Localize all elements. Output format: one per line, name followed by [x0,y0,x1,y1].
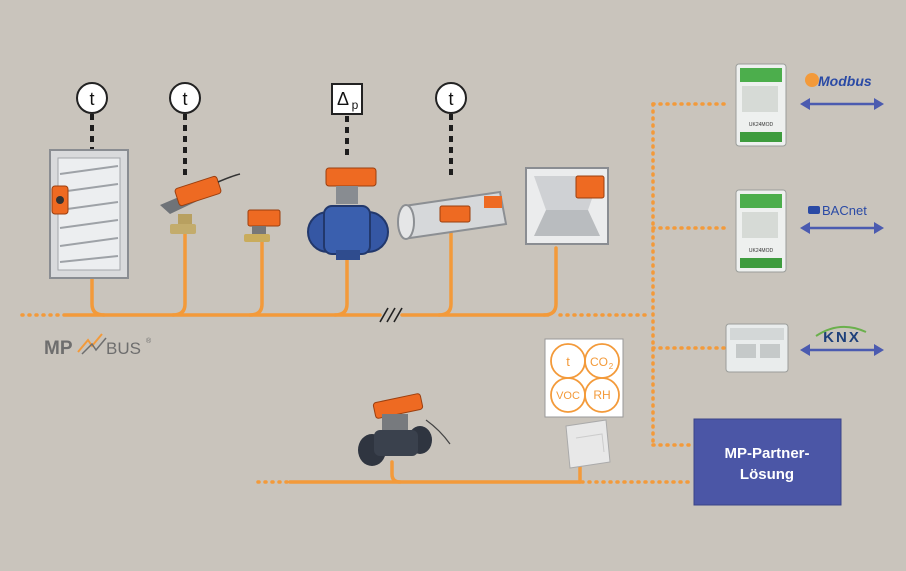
temperature-sensor-icon: t [435,82,467,114]
sensor-label-3-sub: p [352,98,359,112]
sensor-label-1: t [89,89,94,109]
pressure-sensor-icon: Δ p [331,83,363,115]
rotary-actuator-device [160,173,241,234]
gateway-module-icon: UK24MOD [735,189,787,273]
lower-valve-device [358,393,451,466]
room-sensor-housing [565,419,611,469]
small-valve-actuator-device [244,209,281,242]
bacnet-label: BACnet [822,203,867,218]
sensor-label-3: Δ [337,89,349,109]
flanged-valve-device [307,167,389,260]
double-arrow-icon [800,222,884,234]
partner-line-2: Lösung [740,466,794,483]
bacnet-logo: BACnet [808,203,867,218]
module-label-1: UK24MOD [749,122,774,128]
bus-lines [20,102,732,484]
room-sensor-co2-sub: 2 [609,362,614,371]
double-arrow-icon [800,344,884,356]
logo-mp: MP [44,338,73,359]
temperature-sensor-icon: t [169,82,201,114]
sensor-connectors [90,114,453,180]
knx-gateway-module-icon [725,323,789,373]
damper-device [49,149,129,279]
sensor-label-2: t [182,89,187,109]
room-sensor-icon: t CO 2 VOC RH [544,338,624,418]
mp-bus-logo: MP BUS ® [44,333,152,359]
double-arrow-icon [800,98,884,110]
modbus-label: Modbus [818,73,872,89]
mp-partner-box: MP-Partner- Lösung [693,418,842,506]
partner-line-1: MP-Partner- [724,445,809,462]
room-sensor-t: t [566,354,570,369]
sensor-label-4: t [448,89,453,109]
temperature-sensor-icon: t [76,82,108,114]
logo-bus: BUS [106,339,141,358]
duct-sensor-device [397,190,508,240]
modbus-logo: Modbus [805,73,872,89]
gateway-module-icon: UK24MOD [735,63,787,147]
knx-logo: KNX [815,325,867,346]
module-label-2: UK24MOD [749,248,774,254]
logo-reg: ® [146,337,152,345]
room-sensor-rh: RH [593,388,610,402]
bus-break-mark [379,307,403,323]
room-sensor-co2: CO [590,355,608,369]
knx-label: KNX [823,329,861,346]
room-sensor-voc: VOC [556,390,580,402]
vav-box-device [525,167,609,245]
